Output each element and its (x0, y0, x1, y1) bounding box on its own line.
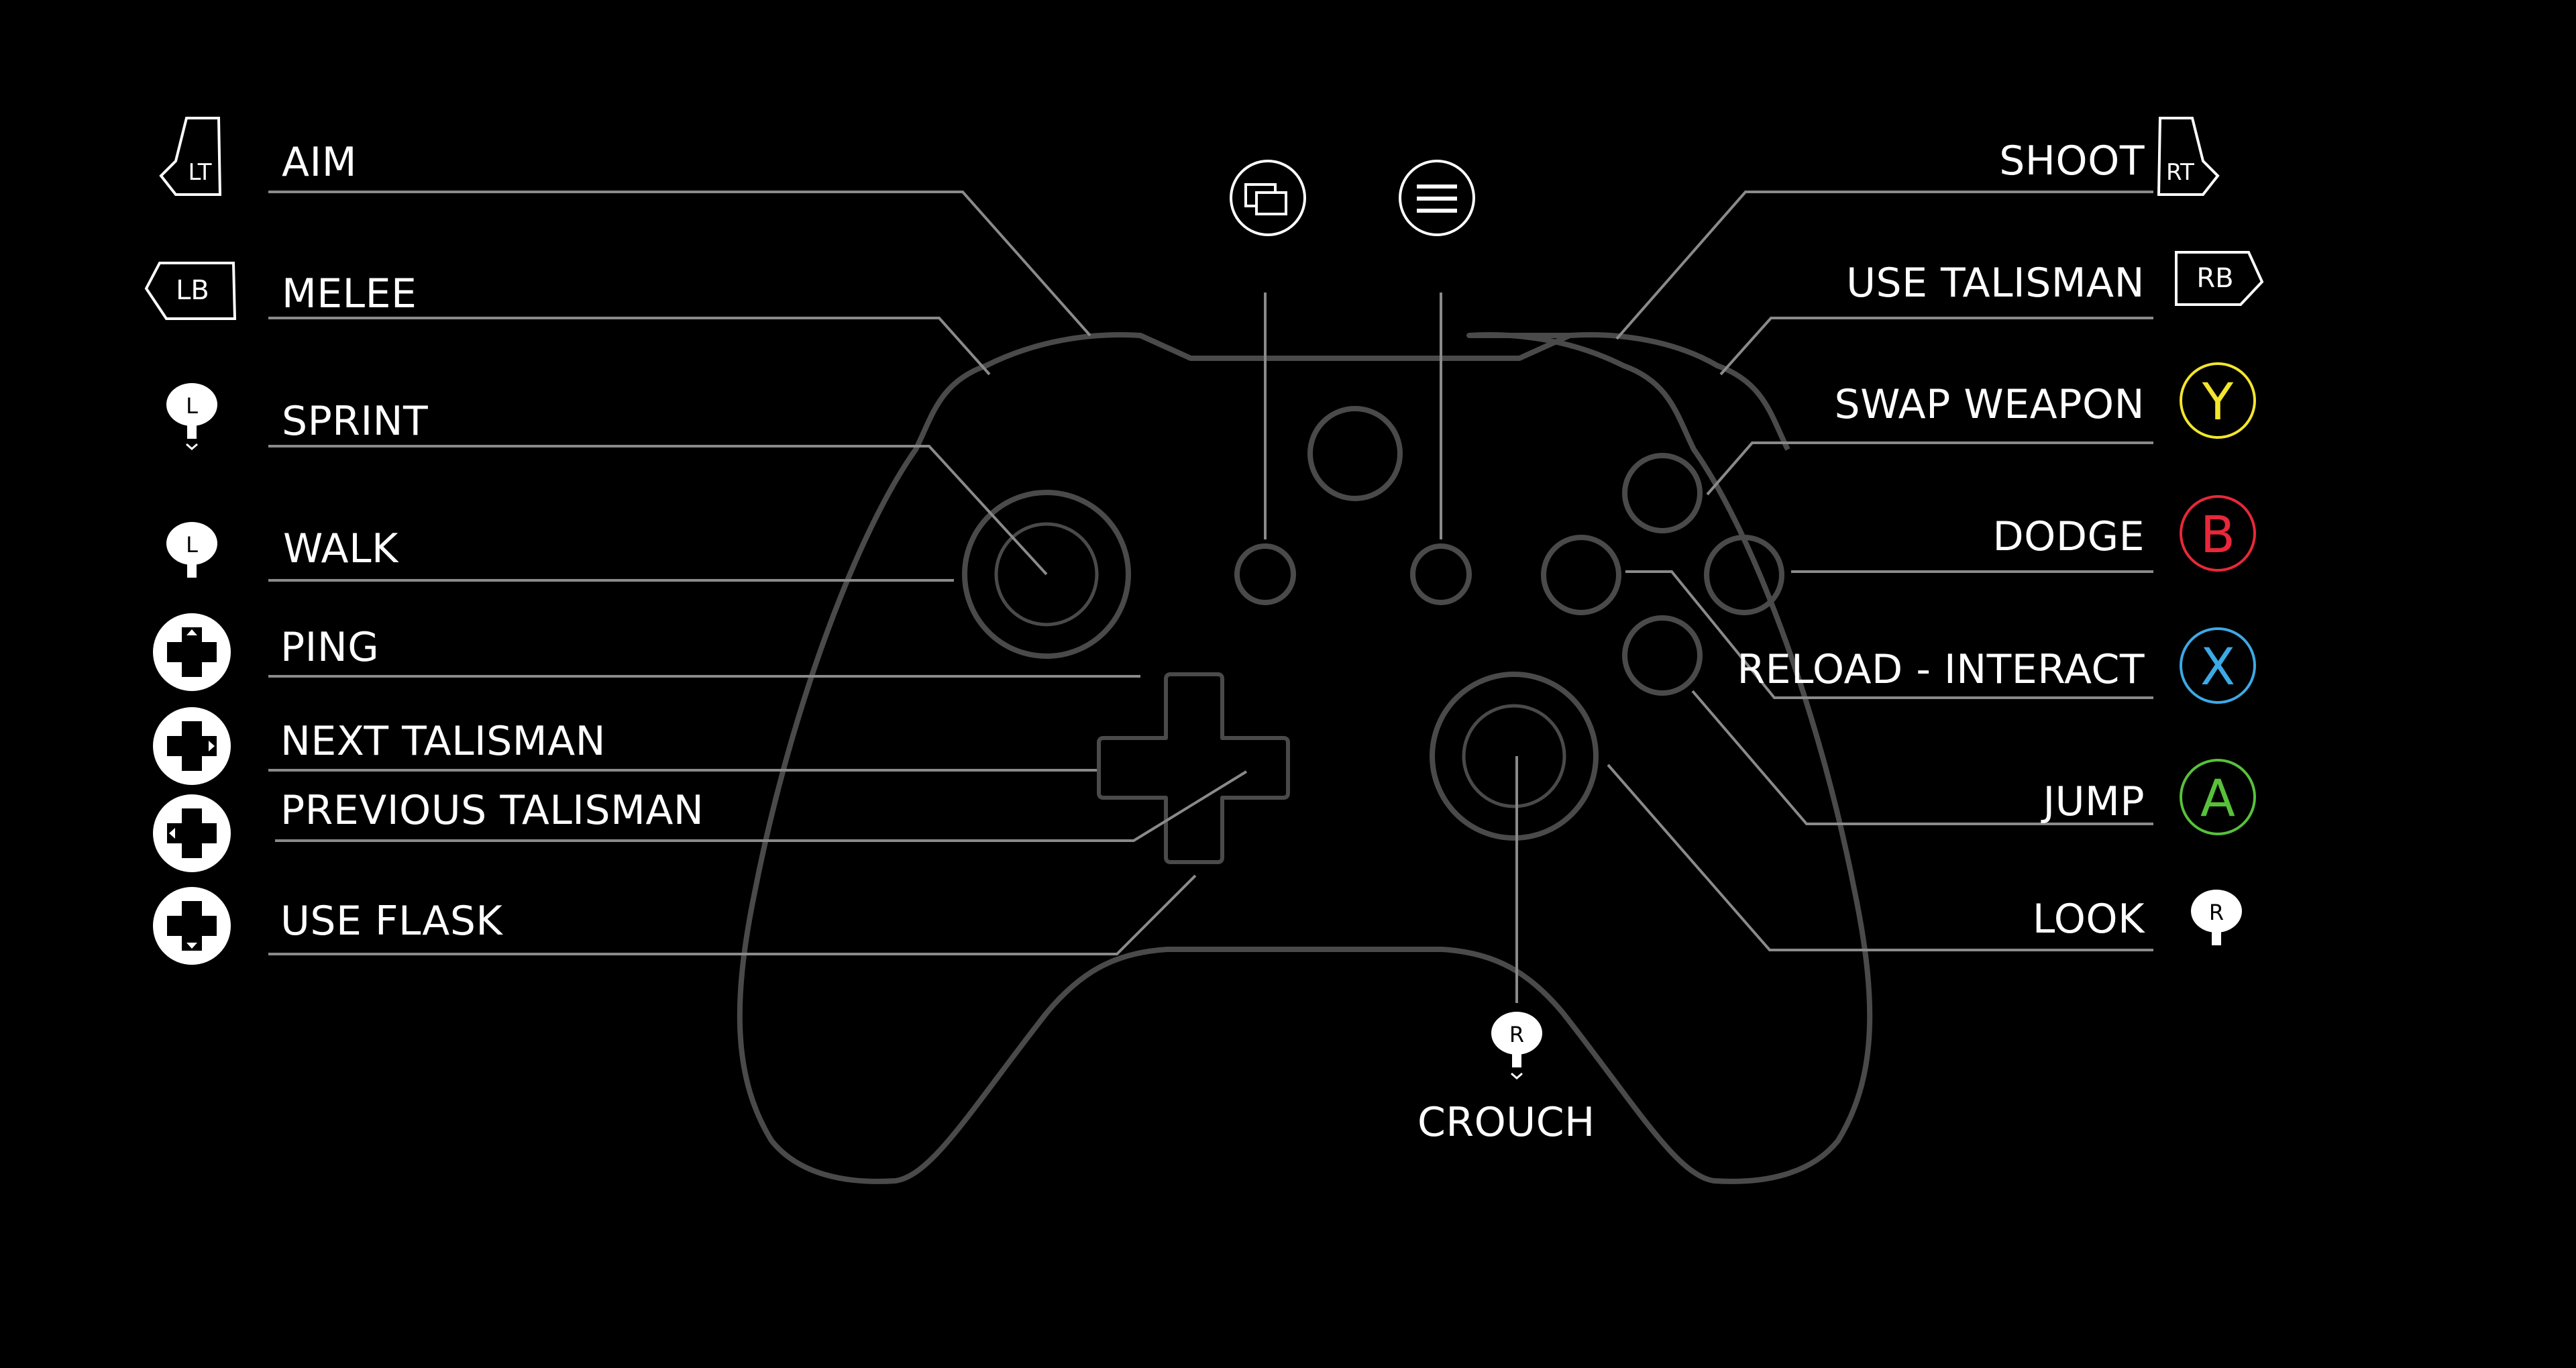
view-button-icon (1230, 160, 1306, 236)
dpad-outline (1097, 672, 1290, 864)
dpad-down-icon (153, 887, 231, 965)
label-walk: WALK (283, 525, 398, 572)
l-letter-sprint: L (186, 393, 198, 419)
label-look: LOOK (2032, 896, 2145, 943)
right-trigger-icon: RT (2157, 117, 2220, 196)
x-letter: X (2200, 637, 2235, 696)
label-swap-weapon: SWAP WEAPON (1834, 381, 2145, 428)
right-stick-outer (1430, 672, 1599, 841)
a-letter: A (2200, 768, 2235, 828)
leader-use-flask (268, 874, 1197, 955)
right-stick-click-icon: R (1491, 1012, 1542, 1080)
rt-letter: RT (2166, 159, 2194, 186)
right-bumper-icon: RB (2175, 251, 2264, 306)
label-reload-interact: RELOAD - INTERACT (1737, 646, 2145, 693)
b-button-icon: B (2180, 495, 2256, 572)
leader-sprint (268, 445, 1048, 576)
dpad-right-icon (153, 707, 231, 785)
label-dodge: DODGE (1992, 513, 2145, 560)
leader-swap-weapon (1706, 441, 2153, 496)
a-button-icon: A (2180, 759, 2256, 835)
b-letter: B (2200, 505, 2235, 564)
menu-button-small (1410, 543, 1472, 605)
left-stick-icon: L (166, 522, 217, 578)
left-trigger-icon: LT (159, 117, 222, 196)
label-aim: AIM (282, 139, 358, 186)
lt-letter: LT (188, 159, 211, 186)
right-stick-inner (1462, 704, 1566, 808)
label-shoot: SHOOT (1999, 138, 2145, 185)
r-letter-crouch: R (1509, 1022, 1524, 1047)
b-button-outline (1704, 535, 1784, 615)
leader-use-talisman (1719, 317, 2153, 376)
label-sprint: SPRINT (282, 398, 429, 445)
menu-button-icon (1399, 160, 1475, 236)
leader-look (1607, 764, 2153, 951)
guide-button (1307, 406, 1403, 501)
label-ping: PING (280, 624, 380, 671)
label-next-talisman: NEXT TALISMAN (280, 718, 606, 765)
leader-previous-talisman (275, 770, 1248, 842)
a-button-outline (1622, 615, 1703, 696)
label-melee: MELEE (282, 270, 417, 317)
x-button-outline (1541, 535, 1621, 615)
l-letter-walk: L (186, 532, 198, 558)
left-stick-click-icon: L (166, 383, 217, 450)
dpad-up-icon (153, 613, 231, 691)
leader-lines (268, 191, 2153, 1003)
leader-aim (268, 191, 1091, 337)
dpad-left-icon (153, 794, 231, 872)
r-letter-look: R (2209, 900, 2224, 925)
label-use-talisman: USE TALISMAN (1846, 260, 2145, 307)
label-use-flask: USE FLASK (280, 898, 503, 945)
controller-top-right (1569, 332, 1790, 451)
lb-letter: LB (176, 275, 209, 306)
controller-body (737, 332, 1873, 1184)
controller-outline (737, 332, 1873, 1184)
rb-letter: RB (2196, 263, 2233, 294)
leader-jump (1691, 690, 2153, 825)
left-stick-inner (994, 522, 1099, 627)
label-crouch: CROUCH (1417, 1099, 1595, 1146)
y-letter: Y (2202, 372, 2234, 431)
leader-shoot (1615, 191, 2153, 340)
y-button-icon: Y (2180, 362, 2256, 439)
left-stick-outer (962, 490, 1131, 659)
label-jump: JUMP (2043, 778, 2145, 825)
view-button-small (1234, 543, 1296, 605)
controller-top-edge (1139, 333, 1571, 361)
leader-melee (268, 317, 991, 376)
right-stick-icon: R (2191, 890, 2242, 945)
left-bumper-icon: LB (144, 262, 237, 320)
x-button-icon: X (2180, 627, 2256, 704)
y-button-outline (1622, 453, 1703, 533)
leader-reload (1625, 570, 2153, 699)
label-previous-talisman: PREVIOUS TALISMAN (280, 787, 704, 834)
